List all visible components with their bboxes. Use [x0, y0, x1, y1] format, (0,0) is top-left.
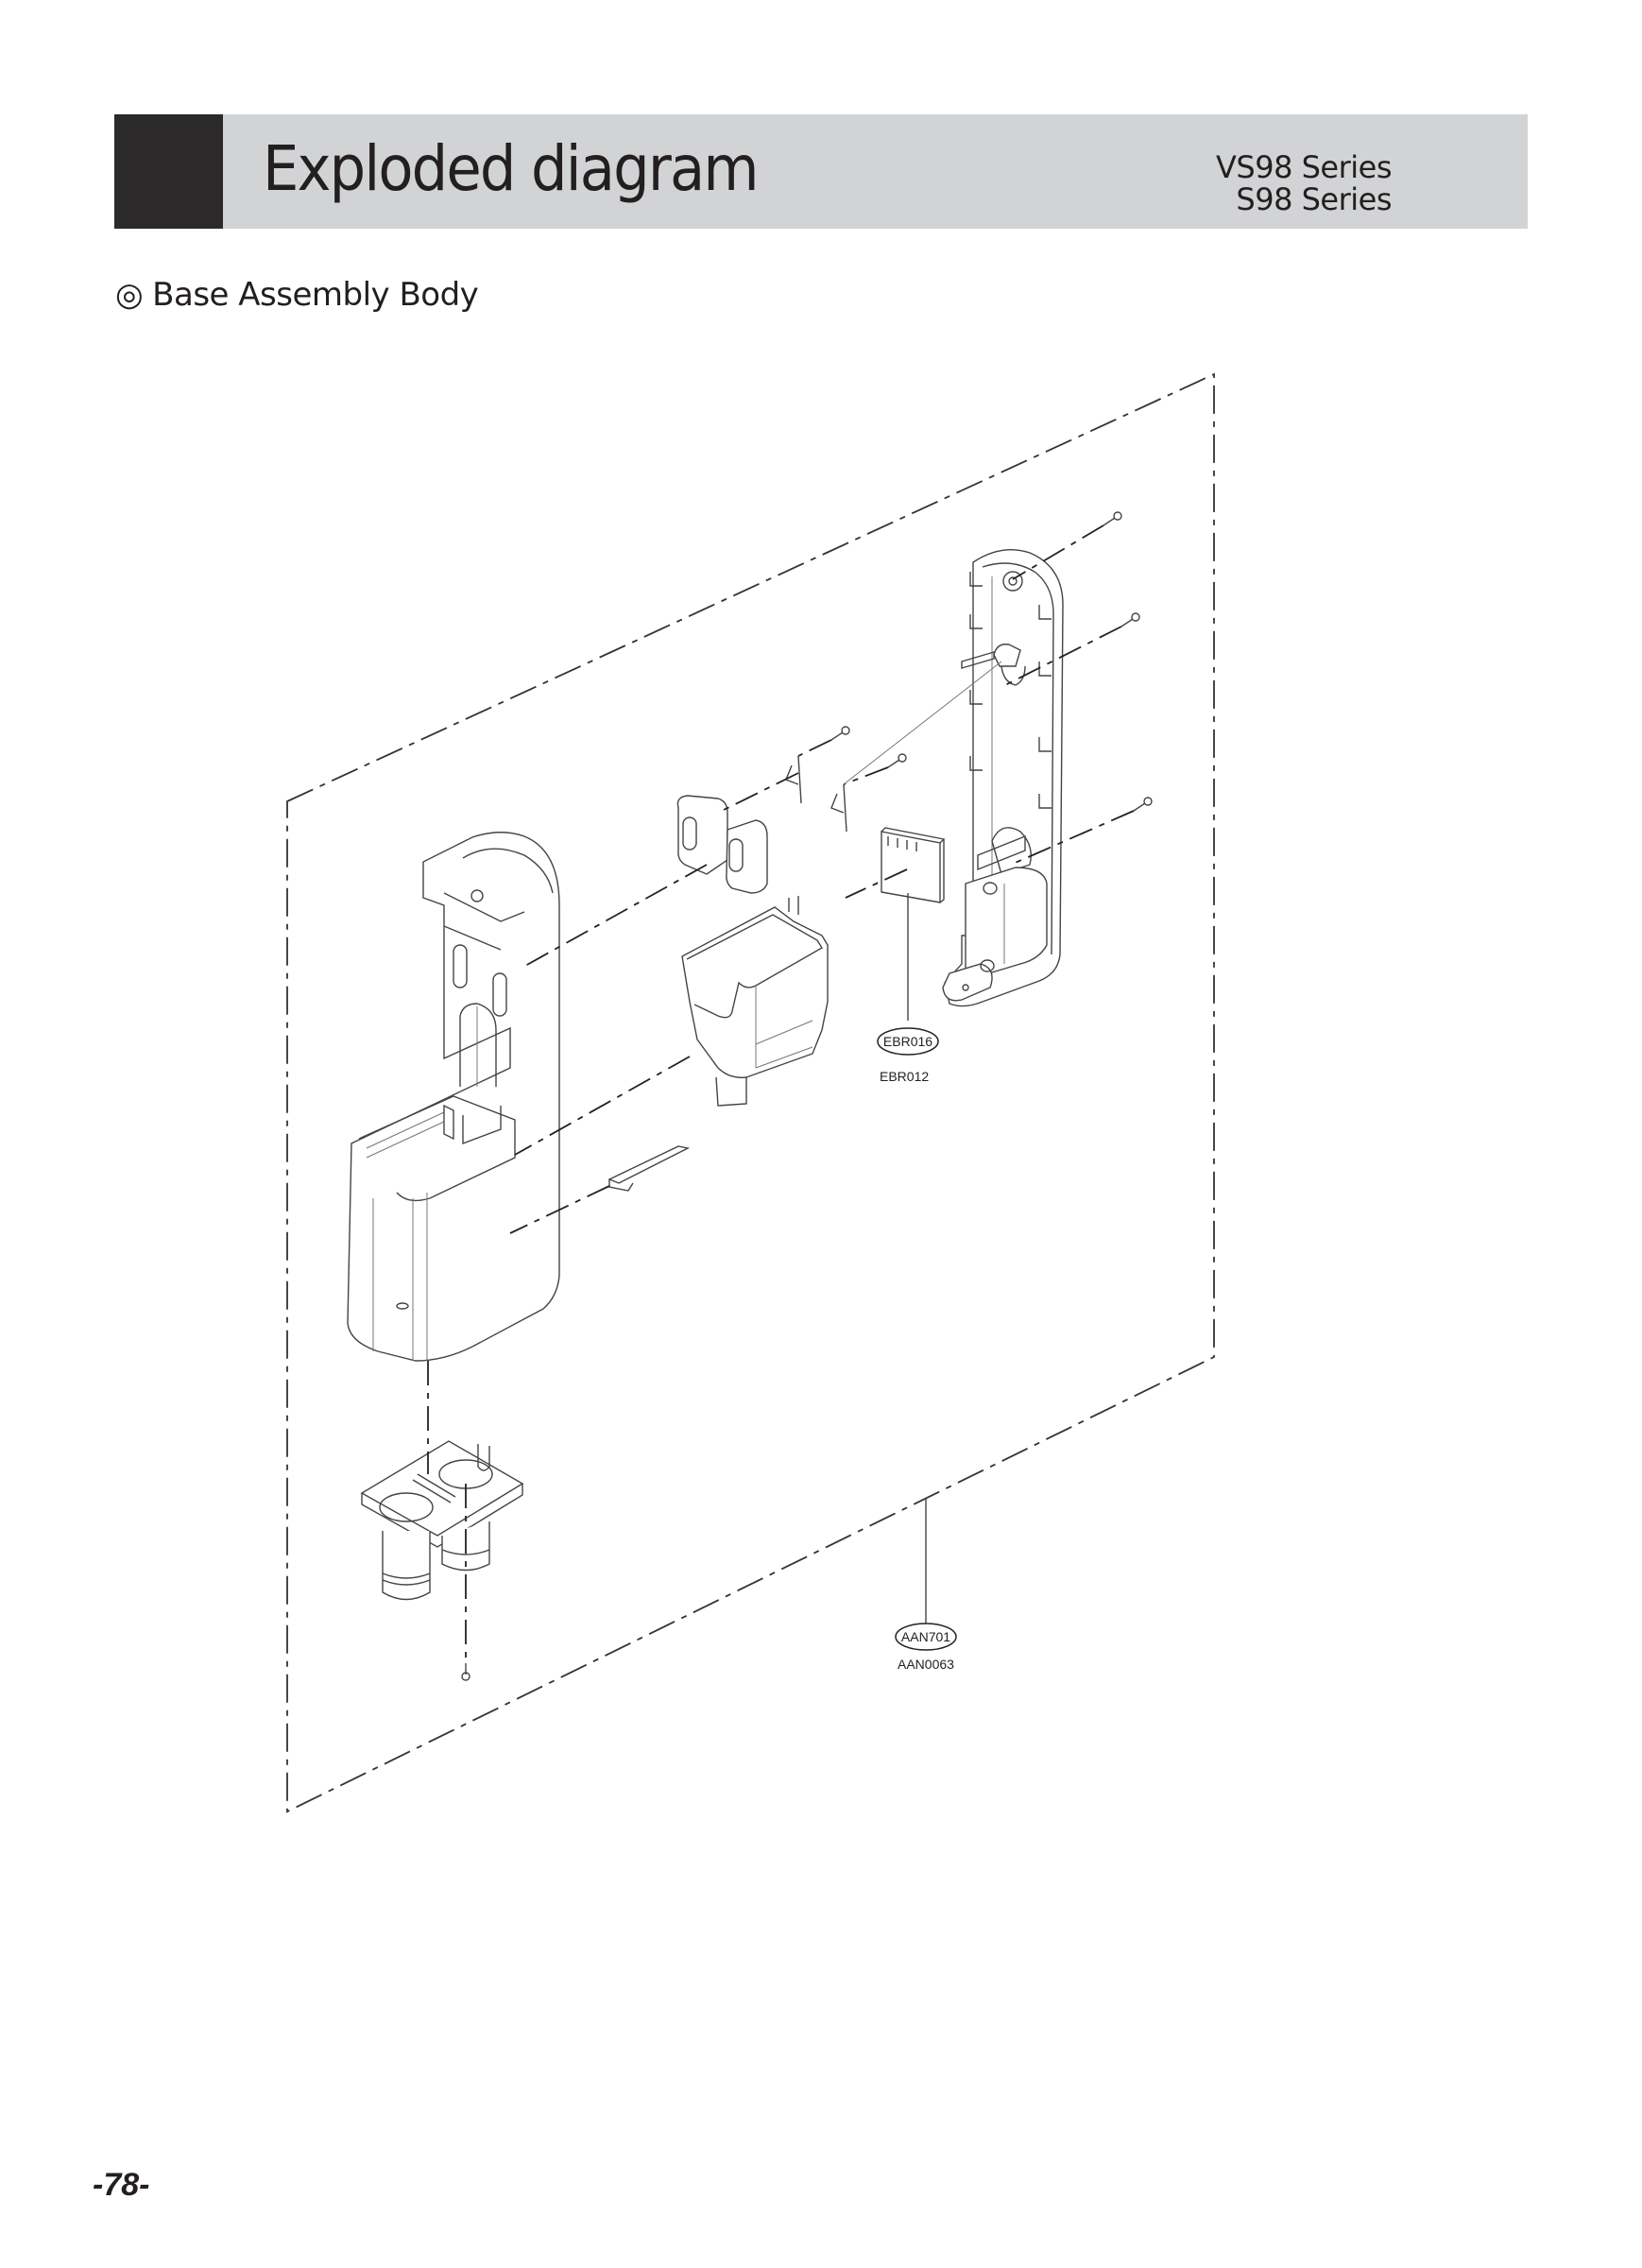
callout-part-number: EBR012	[880, 1069, 929, 1084]
header-band	[223, 114, 1528, 229]
callout-code: EBR016	[883, 1034, 932, 1049]
assembly-frame	[286, 372, 1215, 1813]
base-rear-cover	[942, 548, 1064, 1007]
callout-part-number: AAN0063	[898, 1657, 954, 1672]
series-line-1: VS98 Series	[1216, 149, 1393, 185]
callout-ebr016: EBR016 EBR012	[877, 1027, 939, 1084]
page-title: Exploded diagram	[263, 132, 759, 205]
model-series: VS98 Series S98 Series	[1216, 149, 1393, 217]
series-line-2: S98 Series	[1236, 181, 1392, 217]
terminal-clips	[785, 755, 847, 833]
section-title-text: Base Assembly Body	[152, 276, 479, 314]
callout-aan701: AAN701 AAN0063	[895, 1623, 957, 1672]
base-front-body	[347, 832, 560, 1362]
inner-bracket	[681, 896, 829, 1107]
screws	[461, 511, 1153, 1681]
header-dark-block	[114, 114, 223, 229]
charging-terminal-block	[676, 795, 768, 894]
contact-plate	[607, 1145, 691, 1192]
accessory-holder	[360, 1440, 524, 1601]
page-number: -78-	[93, 2167, 150, 2203]
section-title: ◎Base Assembly Body	[115, 276, 479, 314]
double-circle-bullet-icon: ◎	[115, 276, 144, 314]
callout-code: AAN701	[901, 1629, 950, 1644]
pcb-module	[881, 827, 946, 1021]
assembly-lines	[427, 524, 1135, 1658]
